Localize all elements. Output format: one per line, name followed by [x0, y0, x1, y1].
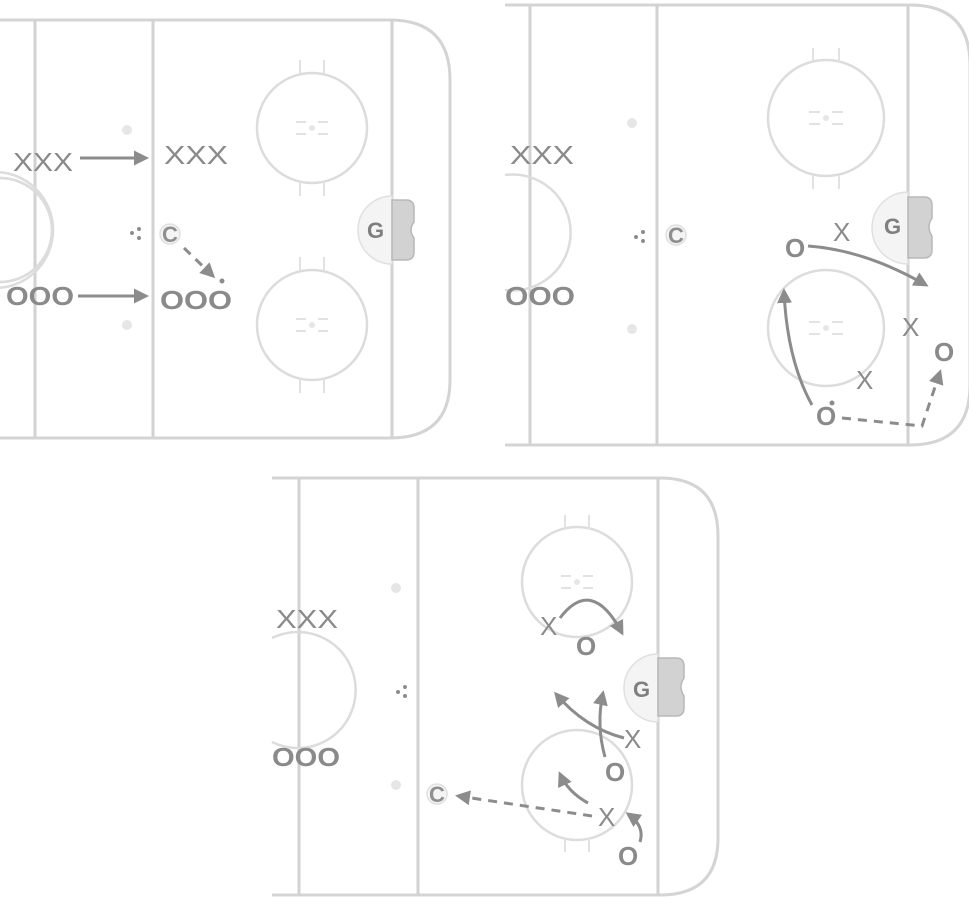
defender-label: X	[624, 724, 641, 754]
solid-arrow	[625, 812, 643, 843]
faceoff-circle	[255, 71, 369, 185]
coach-marker	[665, 224, 687, 246]
neutral-dot	[391, 780, 401, 790]
goal-net	[907, 196, 933, 259]
panel-2: G XXX OOO C O X X O X O	[504, 3, 969, 447]
neutral-dot	[122, 320, 132, 330]
rink-outline	[272, 476, 720, 897]
neutral-dot	[627, 324, 637, 334]
goalie-label: G	[884, 214, 901, 239]
panel-1: G XXX XXX OOO OOO C	[0, 18, 452, 440]
faceoff-dot	[823, 115, 829, 121]
neutral-dot	[391, 583, 401, 593]
coach-label: C	[668, 223, 684, 248]
faceoff-hash	[296, 60, 328, 393]
neutral-arc	[271, 630, 357, 750]
faceoff-dot	[309, 322, 315, 328]
puck	[219, 278, 225, 284]
faceoff-hash	[561, 515, 593, 852]
neutral-arc	[504, 173, 572, 292]
coach-marker	[426, 783, 448, 805]
faceoff-circle	[255, 268, 369, 382]
coach-marker	[159, 223, 181, 245]
faceoff-circle	[520, 728, 634, 842]
defender-label: X	[902, 312, 919, 342]
goalie-label: G	[367, 218, 384, 243]
puck-dots	[634, 235, 638, 239]
coach-label: C	[429, 782, 445, 807]
faceoff-circle	[520, 525, 634, 639]
solid-arrow	[554, 691, 625, 740]
goal-crease	[357, 195, 393, 265]
o-line-label: OOO	[272, 742, 340, 772]
x-line-dest-label: XXX	[164, 140, 228, 170]
dashed-arrow	[182, 246, 216, 279]
rink-outline	[505, 3, 969, 447]
dashed-arrow	[455, 790, 593, 818]
o-line-label: OOO	[6, 281, 74, 311]
solid-arrow	[558, 771, 589, 805]
faceoff-dot	[823, 325, 829, 331]
solid-arrow	[807, 244, 929, 287]
x-line-label: XXX	[510, 140, 574, 170]
goal-crease	[623, 653, 659, 723]
solid-arrow	[777, 288, 814, 406]
defender-label: X	[598, 802, 615, 832]
goal-crease	[871, 191, 909, 265]
coach-label: C	[162, 222, 178, 247]
attacker-label: O	[785, 233, 805, 263]
attacker-label: O	[576, 631, 596, 661]
neutral-arc	[0, 171, 55, 289]
puck-dots	[130, 231, 134, 235]
defender-label: X	[856, 365, 873, 395]
neutral-dot	[122, 125, 132, 135]
faceoff-dot	[309, 125, 315, 131]
puck	[829, 400, 835, 406]
attacker-label: O	[934, 337, 954, 367]
panel-3: G XXX OOO X O X O X C O	[271, 476, 720, 897]
rink-outline	[0, 18, 452, 440]
solid-arrow	[558, 598, 624, 636]
goal-net	[657, 657, 685, 717]
faceoff-dot	[574, 579, 580, 585]
attacker-label: O	[618, 841, 638, 871]
puck-dots	[396, 690, 400, 694]
x-line-label: XXX	[13, 147, 73, 177]
goal-net	[391, 199, 415, 261]
attacker-label: O	[605, 757, 625, 787]
o-line-dest-label: OOO	[160, 285, 232, 315]
dashed-arrow	[841, 369, 944, 428]
neutral-dot	[627, 118, 637, 128]
o-line-label: OOO	[505, 281, 575, 311]
defender-label: X	[540, 611, 557, 641]
faceoff-hash	[809, 48, 843, 335]
goalie-label: G	[633, 677, 650, 702]
solid-arrow	[593, 690, 608, 758]
attacker-label: O	[816, 401, 836, 431]
faceoff-circle	[766, 268, 886, 388]
defender-label: X	[833, 217, 850, 247]
faceoff-circle	[766, 58, 886, 178]
x-line-label: XXX	[276, 604, 338, 634]
